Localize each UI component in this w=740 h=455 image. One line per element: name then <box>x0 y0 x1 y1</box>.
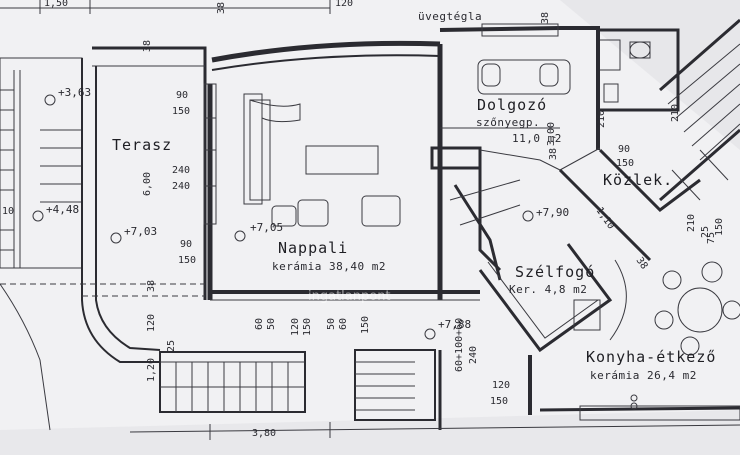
room-terasz: Terasz <box>112 136 172 154</box>
dim-bottom-380: 3,80 <box>252 428 276 439</box>
level-l3: +7,03 <box>124 225 157 238</box>
dim-600: 6,00 <box>142 172 153 196</box>
paper-shadow <box>0 410 740 455</box>
dim-240-b: 240 <box>172 181 190 192</box>
dim-38-b: 38 <box>146 280 157 292</box>
kitchen <box>528 261 740 421</box>
dim-150-b: 150 <box>178 255 196 266</box>
dim-25: 25 <box>166 340 177 352</box>
dim-25-b: 25 <box>700 226 711 238</box>
dim-top-38: 38 <box>216 2 227 14</box>
dim-left-10: 10 <box>2 206 14 217</box>
dim-120-a: 120 <box>146 314 157 332</box>
room-dolgozo-area: 11,0 m2 <box>512 132 562 145</box>
room-konyha-area: kerámia 26,4 m2 <box>590 369 697 382</box>
dim-60-a: 60 <box>254 318 265 330</box>
bottom-dimension-line <box>129 422 740 440</box>
corridor-walls <box>449 148 701 353</box>
room-nappali-area: kerámia 38,40 m2 <box>272 260 386 273</box>
dim-120-c: 120 <box>290 318 301 336</box>
dim-210-b: 210 <box>670 104 681 122</box>
dim-50-a: 50 <box>266 318 277 330</box>
level-l4: +7,05 <box>250 221 283 234</box>
top-dimension-line <box>0 0 331 14</box>
terrace-outline <box>0 46 207 431</box>
level-l6: +7,88 <box>438 318 471 331</box>
dim-300: 3,00 <box>546 122 557 146</box>
room-kozlek: Közlek. <box>603 171 673 189</box>
dim-120-b: 1,20 <box>146 358 157 382</box>
dim-60-100-60: 60+100+60 <box>454 318 465 372</box>
dim-150-f: 150 <box>616 158 634 169</box>
living-room-walls <box>203 40 480 301</box>
dim-60-b: 60 <box>338 318 349 330</box>
dim-90-a: 90 <box>176 90 188 101</box>
left-stair <box>0 57 83 269</box>
room-szelfogo-area: Ker. 4,8 m2 <box>509 283 587 296</box>
dim-90-c: 90 <box>618 144 630 155</box>
paper-fold <box>560 0 740 150</box>
dim-50-b: 50 <box>326 318 337 330</box>
dim-150-d: 150 <box>360 316 371 334</box>
lower-middle-stair <box>354 349 442 430</box>
dim-240-a: 240 <box>172 165 190 176</box>
room-konyha: Konyha-étkező <box>586 348 716 366</box>
dim-top-150: 1,50 <box>44 0 68 9</box>
room-szelfogo: Szélfogó <box>515 263 595 281</box>
level-markers <box>32 94 534 340</box>
room-nappali: Nappali <box>278 239 348 257</box>
lower-left-stair <box>159 351 306 413</box>
dim-120-d: 120 <box>492 380 510 391</box>
dim-38-c: 38 <box>548 148 559 160</box>
bathroom <box>596 28 680 112</box>
dim-150-c: 150 <box>302 318 313 336</box>
living-furniture <box>243 93 401 227</box>
dim-150-g: 150 <box>714 218 725 236</box>
dim-150-a: 150 <box>172 106 190 117</box>
room-dolgozo: Dolgozó <box>477 96 547 114</box>
room-dolgozo-sub: szőnyegp. <box>476 116 540 129</box>
label-uvegtegla: üvegtégla <box>418 10 482 23</box>
dim-90-b: 90 <box>180 239 192 250</box>
dim-210-a: 210 <box>596 110 607 128</box>
dim-38-e: 38 <box>540 12 551 24</box>
dim-75: 75 <box>706 232 717 244</box>
dim-150-e: 150 <box>490 396 508 407</box>
dim-top-120: 120 <box>335 0 353 9</box>
watermark: ingatlanpont <box>308 289 391 304</box>
dim-240-c: 240 <box>468 346 479 364</box>
dim-210-c: 210 <box>686 214 697 232</box>
level-l5: +7,90 <box>536 206 569 219</box>
level-l1: +3,63 <box>58 86 91 99</box>
level-l2: +4,48 <box>46 203 79 216</box>
dim-38-top: 38 <box>142 40 153 52</box>
right-stair <box>659 18 740 202</box>
